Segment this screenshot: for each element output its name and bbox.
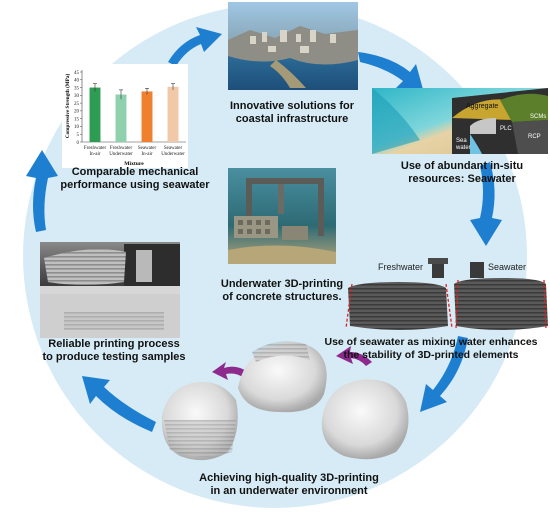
bar <box>115 94 127 142</box>
x-tick-label: In-air <box>89 152 100 157</box>
y-tick-label: 25 <box>74 102 80 107</box>
small-arrow-right <box>336 346 372 366</box>
x-tick-label: Freshwater <box>84 146 107 151</box>
y-tick-label: 35 <box>74 86 80 91</box>
y-tick-label: 40 <box>74 79 80 84</box>
cycle-arrows <box>26 27 502 432</box>
rcp-label: RCP <box>528 134 541 140</box>
coastal-city-photo <box>228 2 358 90</box>
y-axis-label: Compressive Strength (MPa) <box>64 74 71 139</box>
x-tick-label: Seawater <box>164 146 183 151</box>
x-tick-label: In-air <box>141 152 152 157</box>
caption-stability: Use of seawater as mixing water enhances… <box>324 336 538 361</box>
y-tick-label: 15 <box>74 117 80 122</box>
arrow-chart-to-city <box>168 27 222 66</box>
x-tick-label: Freshwater <box>110 146 133 151</box>
bar <box>89 87 101 142</box>
aggregate-label: Aggregate <box>466 103 498 110</box>
y-tick-label: 45 <box>74 71 80 76</box>
y-tick-label: 20 <box>74 110 80 115</box>
seawater-resources-photo: Aggregate SCMs PLC RCP Sea water <box>372 88 548 154</box>
x-tick-label: Seawater <box>138 146 157 151</box>
specimen-right <box>321 379 409 460</box>
arrow-underwater-to-process <box>82 376 156 432</box>
plc-label: PLC <box>500 126 512 132</box>
sea-water-label-1: Sea <box>456 138 467 144</box>
seawater-label: Seawater <box>488 262 526 272</box>
scms-label: SCMs <box>530 114 546 120</box>
arrow-city-to-seawater <box>358 52 424 93</box>
x-tick-label: Underwater <box>109 152 133 157</box>
bar <box>141 91 153 142</box>
printed-specimens <box>161 341 409 461</box>
printed-layers-comparison: Freshwater Seawater <box>345 258 548 330</box>
sea-water-label-2: water <box>455 145 471 151</box>
bar <box>167 86 179 142</box>
printing-process-photo <box>40 242 180 338</box>
y-tick-label: 30 <box>74 94 80 99</box>
arrow-process-to-chart <box>26 150 58 232</box>
inner-arrows <box>212 346 372 380</box>
x-tick-label: Underwater <box>161 152 185 157</box>
small-arrow-left <box>212 362 248 380</box>
freshwater-label: Freshwater <box>378 262 423 272</box>
arrow-seawater-to-stability <box>470 162 502 246</box>
arrow-stability-to-underwater <box>420 336 468 412</box>
y-tick-label: 0 <box>77 141 80 146</box>
y-tick-label: 10 <box>74 125 80 130</box>
y-tick-label: 5 <box>77 133 80 138</box>
underwater-printing-photo <box>228 168 336 264</box>
x-axis-label: Mixture <box>124 161 144 167</box>
